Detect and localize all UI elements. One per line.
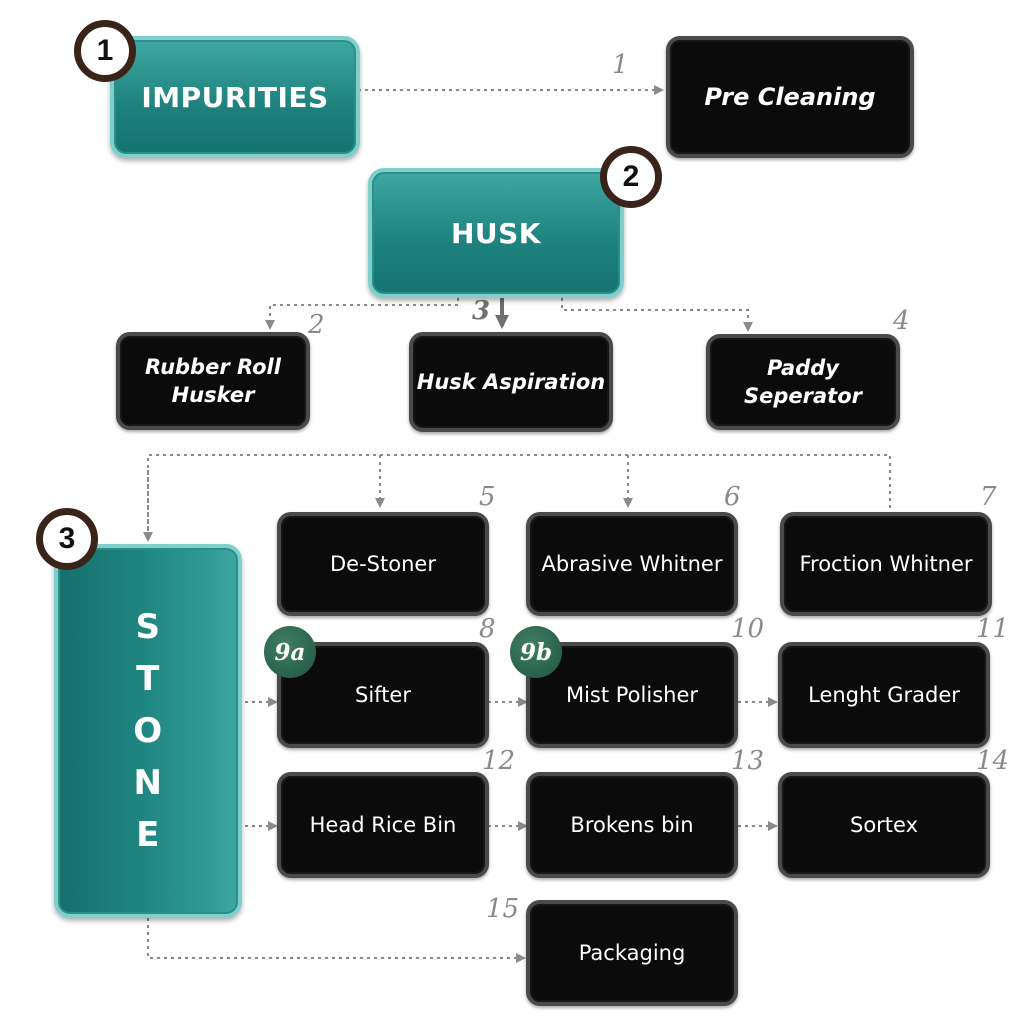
step-number-3: 3 xyxy=(472,296,491,326)
step-sortex: Sortex xyxy=(778,772,990,878)
stone-letter-o: O xyxy=(133,711,163,751)
step-head-rice-bin: Head Rice Bin xyxy=(277,772,489,878)
stone-letter-n: N xyxy=(133,763,163,803)
mist-polisher-badge-9b: 9b xyxy=(510,626,562,678)
step-number-4: 4 xyxy=(893,306,910,336)
step-number-5: 5 xyxy=(479,482,496,512)
step-abrasive-whitener: Abrasive Whitner xyxy=(526,512,738,616)
impurities-box: IMPURITIES xyxy=(110,36,360,158)
stone-number-badge: 3 xyxy=(36,508,98,570)
sifter-badge-9a: 9a xyxy=(264,626,316,678)
connector-husk-to-rubber-roll xyxy=(265,298,459,330)
impurities-label: IMPURITIES xyxy=(141,80,329,114)
step-friction-whitener: Froction Whitner xyxy=(780,512,992,616)
step-mist-polisher: Mist Polisher xyxy=(526,642,738,748)
step-number-2: 2 xyxy=(308,310,325,340)
connector-husk-to-paddy-separator xyxy=(561,298,753,332)
step-number-13: 13 xyxy=(731,746,765,776)
stone-box: S T O N E xyxy=(54,544,242,918)
step-number-1: 1 xyxy=(612,50,629,80)
step-brokens-bin: Brokens bin xyxy=(526,772,738,878)
step-length-grader: Lenght Grader xyxy=(778,642,990,748)
step-husk-aspiration: Husk Aspiration xyxy=(409,332,613,432)
step-pre-cleaning: Pre Cleaning xyxy=(666,36,914,158)
stone-letter-e: E xyxy=(136,815,160,855)
step-number-8: 8 xyxy=(479,614,496,644)
stone-letter-t: T xyxy=(136,659,160,699)
step-number-14: 14 xyxy=(976,746,1010,776)
stone-letter-s: S xyxy=(135,607,161,647)
husk-box: HUSK xyxy=(368,168,624,298)
connector-distribution-line xyxy=(147,454,891,538)
step-packaging: Packaging xyxy=(526,900,738,1006)
step-number-12: 12 xyxy=(482,746,516,776)
husk-label: HUSK xyxy=(450,216,542,250)
step-number-7: 7 xyxy=(980,482,997,512)
step-number-6: 6 xyxy=(724,482,741,512)
step-number-10: 10 xyxy=(731,614,765,644)
step-de-stoner: De-Stoner xyxy=(277,512,489,616)
connector-stone-to-packaging xyxy=(147,918,526,963)
impurities-number-badge: 1 xyxy=(74,20,136,82)
step-number-15: 15 xyxy=(486,894,520,924)
step-number-11: 11 xyxy=(976,614,1010,644)
husk-number-badge: 2 xyxy=(600,146,662,208)
